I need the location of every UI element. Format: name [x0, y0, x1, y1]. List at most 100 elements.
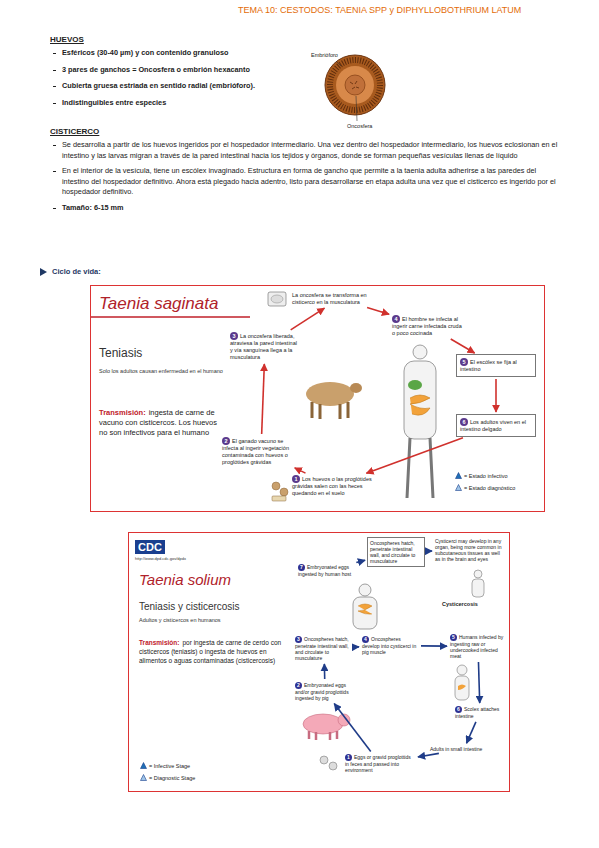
step-text: Embryonated eggs ingested by human host — [298, 564, 351, 577]
pig-figure — [303, 714, 350, 740]
step-box: 4Oncospheres develop into cysticerci in … — [361, 635, 419, 656]
step-text: Adults in small intestine — [430, 746, 482, 752]
cysticercus-icon — [268, 292, 286, 306]
panel-text: Teniasis — [99, 346, 142, 360]
legend-row: = Estado diagnóstico — [455, 484, 515, 491]
panel-title: Taenia saginata — [99, 294, 218, 313]
callout-number: 1 — [345, 754, 352, 761]
transmission-label: Transmisión: — [99, 408, 146, 417]
legend-swatch — [140, 762, 147, 769]
step-text: El ganado vacuno se infecta al ingerir v… — [222, 438, 289, 465]
panel-text: Solo los adultos causan enfermedad en el… — [99, 368, 223, 374]
step-box: 6Scolex attaches intestine — [454, 705, 506, 720]
cycle-arrow — [262, 364, 265, 434]
cycle-arrow — [291, 308, 325, 330]
egg-figure — [325, 55, 385, 115]
legend-text: = Estado diagnóstico — [464, 485, 515, 491]
step-box: La oncosfera se transforma en cisticerco… — [291, 291, 386, 307]
step-text: La oncosfera se transforma en cisticerco… — [292, 292, 367, 305]
step-box: Adults in small intestine — [429, 745, 499, 753]
step-text: El hombre se infecta al ingerir carne in… — [392, 316, 462, 336]
legend-text: = Estado infectivo — [464, 473, 508, 479]
cycle-arrow — [467, 722, 476, 743]
step-box: 5Humans infected by ingesting raw or und… — [449, 633, 507, 660]
eggs-icon — [320, 756, 337, 770]
text-block: Teniasis y cisticercosis — [139, 601, 240, 612]
logo-text: CDC — [135, 540, 165, 554]
legend-text: = Diagnostic Stage — [149, 775, 195, 781]
bullet-text: En el interior de la vesícula, tiene un … — [50, 166, 562, 198]
legend-row: = Infective Stage — [140, 762, 190, 769]
callout-number: 7 — [298, 564, 305, 571]
note-label: Ciclo de vida: — [52, 267, 101, 276]
step-box: 1Eggs or gravid proglottids in feces and… — [344, 753, 416, 774]
human-figure — [404, 345, 436, 498]
step-text: Embryonated eggs and/or gravid proglotti… — [295, 682, 349, 701]
section-heading: HUEVOS — [50, 35, 312, 44]
step-box: 2El ganado vacuno se infecta al ingerir … — [221, 436, 301, 467]
inset-box: 5El escólex se fija al intestino — [456, 354, 536, 377]
bullet-arrow — [40, 268, 47, 276]
cycle-arrow — [295, 468, 306, 473]
bullet-text: Indistinguibles entre especies — [50, 98, 312, 109]
note-label: Oncosfera — [347, 123, 372, 129]
cycle-arrow — [451, 339, 475, 353]
human-figure — [472, 570, 484, 597]
human-figure — [455, 665, 469, 700]
url-text: http://www.dpd.cdc.gov/dpdx — [135, 556, 205, 561]
human-figure — [353, 584, 377, 629]
step-text: Oncospheres hatch, penetrate intestinal … — [370, 540, 415, 564]
step-text: Oncospheres hatch, penetrate intestinal … — [295, 636, 349, 661]
inset-box: 6Los adultos viven en el intestino delga… — [456, 414, 536, 437]
callout-number: 2 — [295, 682, 302, 689]
panel-text: Teniasis y cisticercosis — [139, 601, 240, 612]
callout-number: 6 — [455, 706, 462, 713]
cycle-arrow — [418, 753, 439, 757]
text-column: CISTICERCO Se desarrolla a partir de los … — [50, 127, 562, 218]
step-text: Oncospheres develop into cysticerci in p… — [362, 636, 416, 655]
bullet-text: 3 pares de ganchos = Oncosfera o embrión… — [50, 65, 312, 76]
transmission-label: Transmisión: — [139, 639, 179, 646]
bullet-text: Tamaño: 6-15 mm — [50, 203, 562, 214]
note-label: Embrióforo — [311, 52, 338, 58]
cycle-arrow — [421, 645, 447, 647]
step-box: Cysticerci may develop in any organ, bei… — [434, 537, 506, 563]
step-box: 4El hombre se infecta al ingerir carne i… — [391, 314, 466, 338]
panel-text: Adultos y cisticercos en humanos — [139, 617, 221, 623]
bullet-text: Se desarrolla a partir de los huevos ing… — [50, 140, 562, 161]
legend-swatch — [455, 484, 462, 491]
text-column: HUEVOSEsféricos (30-40 µm) y con conteni… — [50, 35, 312, 114]
step-box: 7Embryonated eggs ingested by human host — [297, 563, 355, 578]
legend-row: = Estado infectivo — [455, 472, 508, 479]
cycle-arrow — [366, 438, 463, 474]
bullet-text: Cubierta gruesa estriada en sentido radi… — [50, 81, 312, 92]
cycle-arrow — [427, 550, 432, 552]
text-block: Transmisión:ingesta de carne de vacuno c… — [99, 408, 217, 438]
note-label: Cysticercosis — [442, 601, 478, 607]
step-box: 3La oncosfera liberada, atraviesa la par… — [229, 331, 301, 362]
cycle-arrow — [356, 646, 359, 648]
step-box: 1Los huevos o las proglótides grávidas s… — [291, 474, 373, 498]
callout-number: 5 — [450, 634, 457, 641]
text-block: Taenia saginata — [99, 294, 218, 314]
eggs-icon — [272, 482, 288, 501]
leader-line — [336, 61, 341, 66]
callout-number: 4 — [362, 636, 369, 643]
text-block: Solo los adultos causan enfermedad en el… — [99, 368, 229, 375]
cycle-panel: Taenia soliumTeniasis y cisticercosisAdu… — [128, 532, 510, 792]
callout-number: 3 — [295, 636, 302, 643]
callout-number: 3 — [230, 332, 238, 340]
callout-number: 6 — [460, 418, 468, 426]
step-box: 3Oncospheres hatch, penetrate intestinal… — [294, 635, 354, 662]
step-text: El escólex se fija al intestino — [460, 359, 517, 372]
callout-number: 2 — [222, 437, 230, 445]
step-text: Humans infected by ingesting raw or unde… — [450, 634, 503, 659]
cycle-arrow — [334, 704, 371, 752]
section-heading: CISTICERCO — [50, 127, 562, 136]
cycle-arrow — [367, 308, 389, 315]
step-text: La oncosfera liberada, atraviesa la pare… — [230, 333, 297, 360]
legend-text: = Infective Stage — [149, 763, 190, 769]
legend-swatch — [140, 774, 147, 781]
step-box: 2Embryonated eggs and/or gravid proglott… — [294, 681, 356, 702]
